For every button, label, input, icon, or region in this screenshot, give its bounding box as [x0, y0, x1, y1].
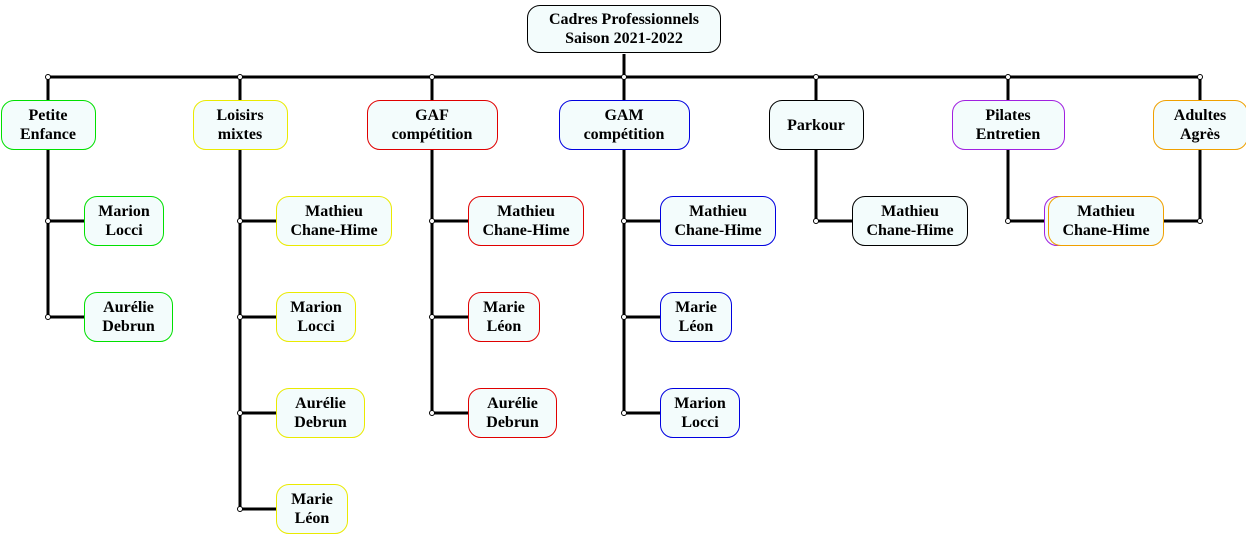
child-junction-gaf-competition — [429, 410, 435, 416]
node-label-line1: GAF — [415, 107, 449, 124]
bus-junction-adultes-agres — [1197, 74, 1203, 80]
node-label-line2: Chane-Hime — [482, 222, 570, 239]
node-label-line2: Enfance — [20, 126, 76, 143]
node-label-line2: Locci — [681, 414, 719, 431]
branch-node-parkour: Parkour — [768, 100, 864, 150]
node-label-line1: Loisirs — [216, 107, 264, 124]
node-label-line1: Mathieu — [305, 203, 363, 220]
node-label-line1: Parkour — [787, 116, 845, 134]
node-label-line2: Chane-Hime — [290, 222, 378, 239]
node-label-line2: compétition — [391, 126, 473, 143]
child-junction-loisirs-mixtes — [237, 410, 243, 416]
node-label-line2: Léon — [486, 318, 522, 335]
node-label-line2: Chane-Hime — [1062, 222, 1150, 239]
node-label-line2: Debrun — [294, 414, 347, 431]
child-junction-gam-competition — [621, 218, 627, 224]
node-label-line2: Entretien — [975, 126, 1041, 143]
node-label-line1: Mathieu — [881, 203, 939, 220]
child-junction-loisirs-mixtes — [237, 218, 243, 224]
bus-junction-parkour — [813, 74, 819, 80]
node-label-line2: mixtes — [217, 126, 263, 143]
node-label-line1: Marie — [291, 491, 333, 508]
node-label-line2: compétition — [583, 126, 665, 143]
node-label-line1: Petite — [28, 107, 68, 124]
branch-node-loisirs-mixtes: Loisirs mixtes — [192, 100, 288, 150]
node-label-line1: Mathieu — [1077, 203, 1135, 220]
node-label-line2: Locci — [105, 222, 143, 239]
node-label-line2: Agrès — [1180, 126, 1220, 143]
child-junction-petite-enfance — [45, 314, 51, 320]
child-junction-adultes-agres — [1197, 218, 1203, 224]
node-label-line1: Marion — [98, 203, 150, 220]
node-label-line2: Chane-Hime — [674, 222, 762, 239]
bus-junction-loisirs-mixtes — [237, 74, 243, 80]
child-junction-gaf-competition — [429, 218, 435, 224]
node-label-line1: Aurélie — [487, 395, 538, 412]
node-label-line1: Pilates — [985, 107, 1031, 124]
node-label-line1: Marie — [675, 299, 717, 316]
node-label-line2: Léon — [294, 510, 330, 527]
child-junction-petite-enfance — [45, 218, 51, 224]
node-label-line1: Mathieu — [689, 203, 747, 220]
node-label-line2: Debrun — [102, 318, 155, 335]
node-label-line1: Marion — [674, 395, 726, 412]
node-label-line1: Aurélie — [103, 299, 154, 316]
bus-junction-gam-competition — [621, 74, 627, 80]
node-label-line1: Mathieu — [497, 203, 555, 220]
node-label-line1: Cadres Professionnels — [548, 11, 700, 28]
child-junction-parkour — [813, 218, 819, 224]
branch-node-gam-competition: GAM compétition — [558, 100, 690, 150]
node-label-line2: Locci — [297, 318, 335, 335]
child-junction-gam-competition — [621, 410, 627, 416]
bus-junction-petite-enfance — [45, 74, 51, 80]
node-label-line1: Aurélie — [295, 395, 346, 412]
child-junction-loisirs-mixtes — [237, 314, 243, 320]
bus-junction-pilates-entretien — [1005, 74, 1011, 80]
node-label-line2: Léon — [678, 318, 714, 335]
child-junction-gaf-competition — [429, 314, 435, 320]
bus-junction-gaf-competition — [429, 74, 435, 80]
node-label-line2: Chane-Hime — [866, 222, 954, 239]
node-label-line1: Adultes — [1173, 107, 1227, 124]
child-junction-pilates-entretien — [1005, 218, 1011, 224]
node-label-line2: Debrun — [486, 414, 539, 431]
node-label-line1: GAM — [604, 107, 644, 124]
child-junction-gam-competition — [621, 314, 627, 320]
branch-node-gaf-competition: GAF compétition — [366, 100, 498, 150]
node-label-line1: Marion — [290, 299, 342, 316]
node-label-line1: Marie — [483, 299, 525, 316]
node-label-line2: Saison 2021-2022 — [565, 30, 683, 47]
child-junction-loisirs-mixtes — [237, 506, 243, 512]
